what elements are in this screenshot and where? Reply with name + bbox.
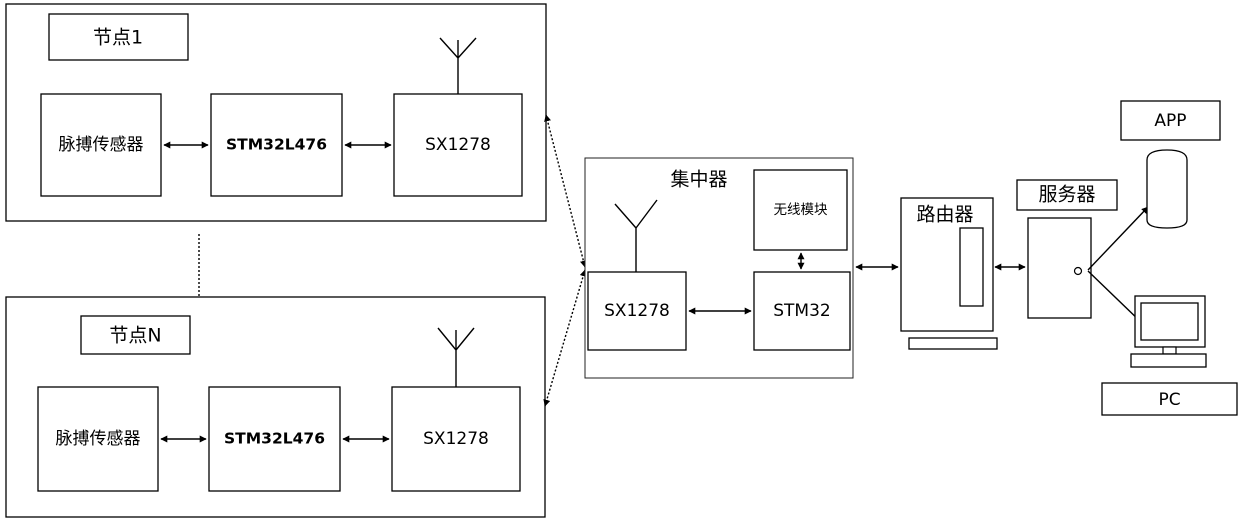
concentrator-mcu-label: STM32 (773, 301, 830, 321)
router-group: 路由器 (901, 198, 997, 349)
concentrator-title: 集中器 (670, 169, 727, 191)
router-label: 路由器 (916, 204, 973, 226)
concentrator-radio-label: SX1278 (604, 301, 670, 321)
node-n-sensor-label: 脉搏传感器 (56, 429, 141, 449)
wireless-module-label: 无线模块 (774, 202, 828, 218)
node-1-mcu-label: STM32L476 (226, 136, 327, 154)
node-n-mcu-label: STM32L476 (224, 430, 325, 448)
server-label: 服务器 (1038, 184, 1095, 206)
app-label: APP (1154, 111, 1186, 131)
node-n-title: 节点N (109, 325, 161, 347)
app-group: APP (1121, 101, 1220, 228)
pc-monitor-icon (1131, 296, 1206, 367)
server-group: 服务器 (1017, 180, 1117, 318)
concentrator-group: 集中器 SX1278 STM32 无线模块 (585, 158, 853, 378)
node-1-group: 节点1 脉搏传感器 STM32L476 SX1278 (6, 4, 546, 221)
node-n-radio-link (545, 270, 585, 406)
server-body (1028, 218, 1091, 318)
server-port-icon (1075, 268, 1082, 275)
mobile-device-icon (1147, 150, 1187, 228)
pc-group: PC (1102, 296, 1237, 415)
node-1-radio-label: SX1278 (425, 135, 491, 155)
server-app-link (1088, 207, 1148, 270)
pc-label: PC (1158, 390, 1180, 410)
node-1-sensor-label: 脉搏传感器 (59, 135, 144, 155)
node-n-radio-label: SX1278 (423, 429, 489, 449)
node-1-radio-link (546, 115, 585, 267)
node-n-group: 节点N 脉搏传感器 STM32L476 SX1278 (6, 297, 545, 517)
router-slot (960, 228, 983, 306)
router-base (909, 338, 997, 349)
node-1-title: 节点1 (93, 27, 143, 49)
